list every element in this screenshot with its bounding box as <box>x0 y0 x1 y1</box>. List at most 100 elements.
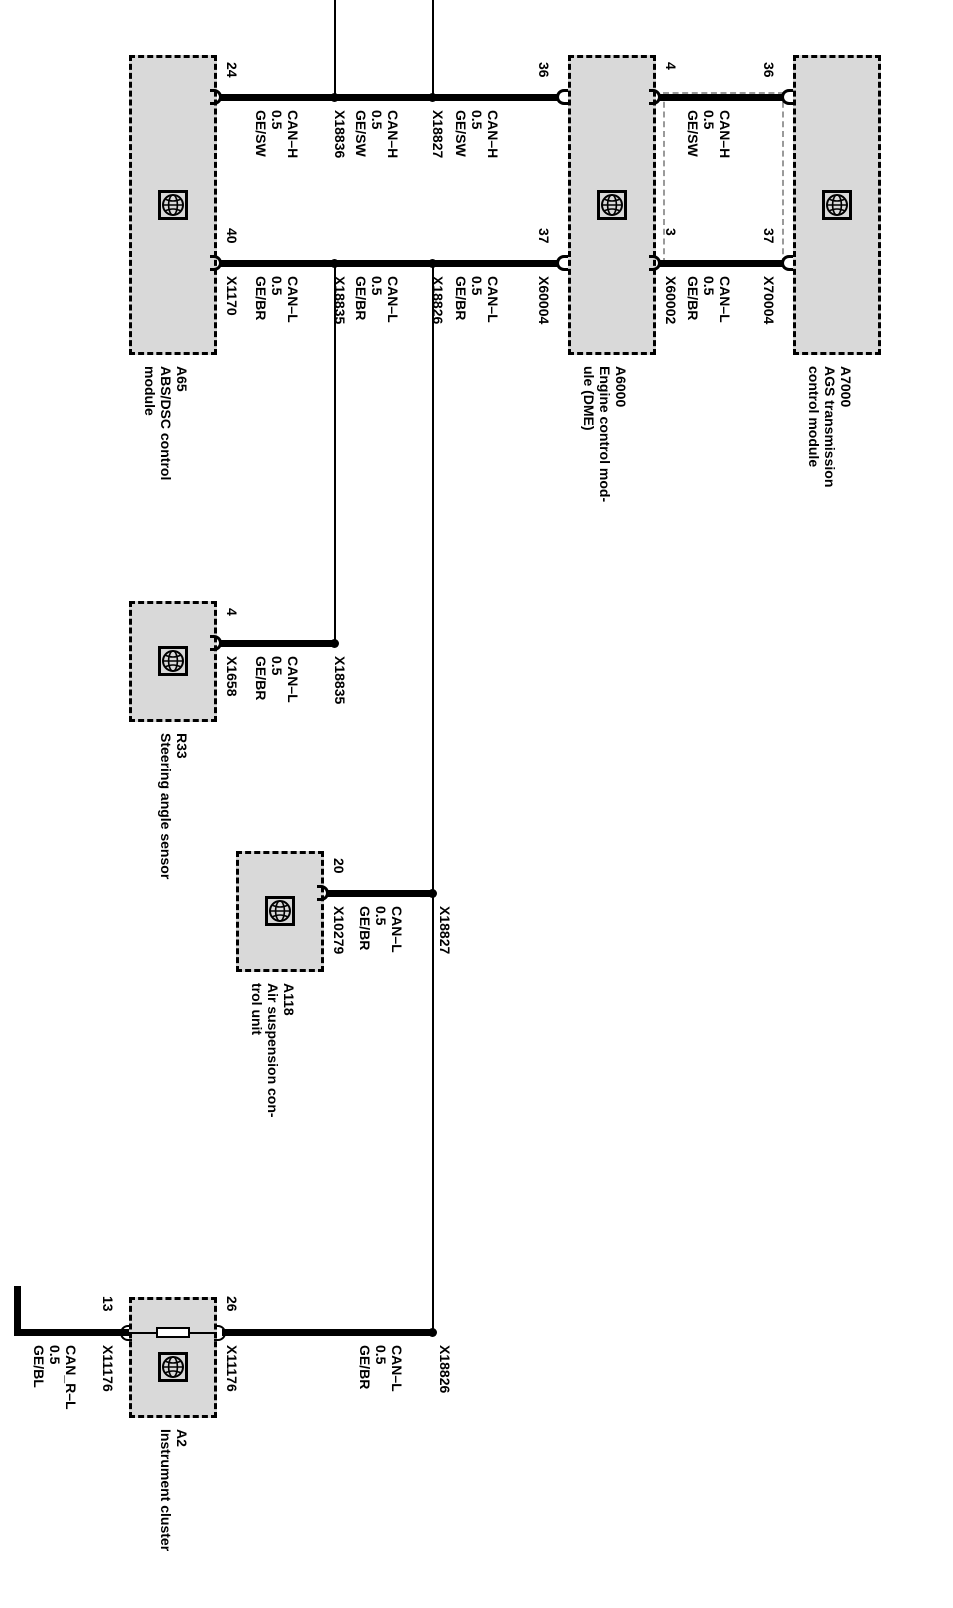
wire-label-x18826-dme-l-size: 0.5 <box>469 276 485 296</box>
bus-airsusp-branch <box>327 890 432 897</box>
connector-label-dme-x60002: X60002 <box>663 276 679 325</box>
wire-label-cluster-right-color: GE/BR <box>357 1345 373 1390</box>
wire-label-abs-x18835-l-size: 0.5 <box>269 276 285 296</box>
pin-label-cluster-26: 26 <box>224 1296 240 1312</box>
globe-icon-cluster <box>158 1352 188 1382</box>
connector-label-airsusp-x10279: X10279 <box>331 906 347 955</box>
module-name-ags-line1: AGS transmission <box>821 366 838 488</box>
globe-icon-steering <box>158 646 188 676</box>
wire-label-cluster-right-signal: CAN–L <box>389 1345 405 1392</box>
module-name-steering: Steering angle sensor <box>157 733 174 880</box>
wire-label-x18836-x18827-h-size: 0.5 <box>369 110 385 130</box>
module-air-suspension <box>236 851 324 972</box>
wire-label-cluster-right-size: 0.5 <box>373 1345 389 1365</box>
module-id-ags: A7000 <box>838 366 854 408</box>
module-name-abs-line2: module <box>141 366 158 416</box>
bus-cluster-left-feed-vertical <box>14 1286 21 1334</box>
module-caption-steering: R33 Steering angle sensor <box>158 733 190 879</box>
globe-icon-airsusp <box>265 896 295 926</box>
splice-label-x18826: X18826 <box>430 276 446 325</box>
wire-label-dme-ags-l-color: GE/BR <box>685 276 701 321</box>
splice-label-x18827: X18827 <box>430 110 446 159</box>
terminating-resistor <box>156 1327 190 1338</box>
wire-label-x18826-dme-l-signal: CAN–L <box>485 276 501 323</box>
wire-label-cluster-left-color: GE/BL <box>31 1345 47 1388</box>
branch-line-x18835-down <box>334 262 336 646</box>
wire-label-airsusp-size: 0.5 <box>373 906 389 926</box>
wire-label-dme-ags-h-size: 0.5 <box>701 110 717 130</box>
module-id-steering: R33 <box>174 733 190 759</box>
wire-label-steering-color: GE/BR <box>253 656 269 701</box>
pin-label-steering-4: 4 <box>224 608 240 616</box>
wire-label-steering-size: 0.5 <box>269 656 285 676</box>
splice-dot-x18826-branch <box>428 1328 437 1337</box>
branch-line-x18827-up <box>432 0 434 96</box>
bus-can-l <box>220 260 558 267</box>
module-dme <box>568 55 656 355</box>
wire-label-x18827-dme-h-size: 0.5 <box>469 110 485 130</box>
connector-label-ags-x70004: X70004 <box>761 276 777 325</box>
pin-label-dme-3: 3 <box>663 228 679 236</box>
wire-label-x18835-x18826-l-size: 0.5 <box>369 276 385 296</box>
module-name-dme-line1: Engine control mod- <box>596 366 613 503</box>
wire-label-x18835-x18826-l-signal: CAN–L <box>385 276 401 323</box>
connector-label-cluster-pin26-x11176: X11176 <box>224 1345 240 1392</box>
wire-label-airsusp-signal: CAN–L <box>389 906 405 953</box>
wire-label-x18836-x18827-h-signal: CAN–H <box>385 110 401 159</box>
wire-label-abs-x18835-l-color: GE/BR <box>253 276 269 321</box>
module-caption-ags: A7000 AGS transmission control module <box>806 366 854 487</box>
wire-label-dme-ags-l-size: 0.5 <box>701 276 717 296</box>
wire-label-x18827-dme-h-signal: CAN–H <box>485 110 501 159</box>
module-id-abs: A65 <box>174 366 190 392</box>
wire-label-abs-x18835-l-signal: CAN–L <box>285 276 301 323</box>
wire-label-dme-ags-h-color: GE/SW <box>685 110 701 157</box>
connector-label-cluster-pin13-x11176: X11176 <box>100 1345 116 1392</box>
bus-cluster-left-feed <box>14 1329 130 1336</box>
pin-label-dme-37: 37 <box>536 228 552 244</box>
wire-label-x18836-x18827-h-color: GE/SW <box>353 110 369 157</box>
connector-label-dme-x60004: X60004 <box>536 276 552 325</box>
globe-icon-dme <box>597 190 627 220</box>
pin-label-abs-40: 40 <box>224 228 240 244</box>
wire-label-dme-ags-h-signal: CAN–H <box>717 110 733 159</box>
globe-icon-ags <box>822 190 852 220</box>
splice-dot-x18827-branch <box>428 889 437 898</box>
wire-label-abs-x18836-h-size: 0.5 <box>269 110 285 130</box>
module-id-airsusp: A118 <box>281 983 297 1016</box>
pin-label-abs-24: 24 <box>224 62 240 78</box>
module-name-cluster: Instrument cluster <box>157 1429 174 1552</box>
module-name-abs-line1: ABS/DSC control <box>157 366 174 481</box>
wire-label-airsusp-color: GE/BR <box>357 906 373 951</box>
wire-label-abs-x18836-h-signal: CAN–H <box>285 110 301 159</box>
splice-label-x18835-branch: X18835 <box>332 656 348 705</box>
pin-label-dme-4: 4 <box>663 62 679 70</box>
bus-can-l-dme-ags <box>659 260 783 267</box>
splice-label-x18835: X18835 <box>332 276 348 325</box>
branch-line-x18826-down <box>432 262 434 1334</box>
connector-label-steering-x1658: X1658 <box>224 656 240 697</box>
wire-label-cluster-left-size: 0.5 <box>47 1345 63 1365</box>
bus-steering-branch <box>220 640 334 647</box>
module-name-airsusp-line2: trol unit <box>248 983 265 1036</box>
pin-label-ags-37: 37 <box>761 228 777 244</box>
wire-label-dme-ags-l-signal: CAN–L <box>717 276 733 323</box>
pin-label-dme-36: 36 <box>536 62 552 78</box>
wire-label-x18835-x18826-l-color: GE/BR <box>353 276 369 321</box>
splice-dot-x18827-h <box>428 93 437 102</box>
branch-line-x18836-up <box>334 0 336 96</box>
bus-can-h <box>220 94 558 101</box>
globe-icon-abs <box>158 190 188 220</box>
pin-label-airsusp-20: 20 <box>331 858 347 874</box>
connector-cluster-pin13 <box>120 1325 132 1341</box>
module-id-cluster: A2 <box>174 1429 190 1447</box>
splice-label-x18836: X18836 <box>332 110 348 159</box>
pin-label-ags-36: 36 <box>761 62 777 78</box>
wire-label-x18826-dme-l-color: GE/BR <box>453 276 469 321</box>
splice-label-x18827-branch: X18827 <box>437 906 453 955</box>
pin-label-cluster-13: 13 <box>100 1296 116 1312</box>
wire-label-steering-signal: CAN–L <box>285 656 301 703</box>
splice-dot-x18835-branch <box>330 639 339 648</box>
module-caption-airsusp: A118 Air suspension con- trol unit <box>249 983 297 1118</box>
module-name-dme-line2: ule (DME) <box>580 366 597 431</box>
